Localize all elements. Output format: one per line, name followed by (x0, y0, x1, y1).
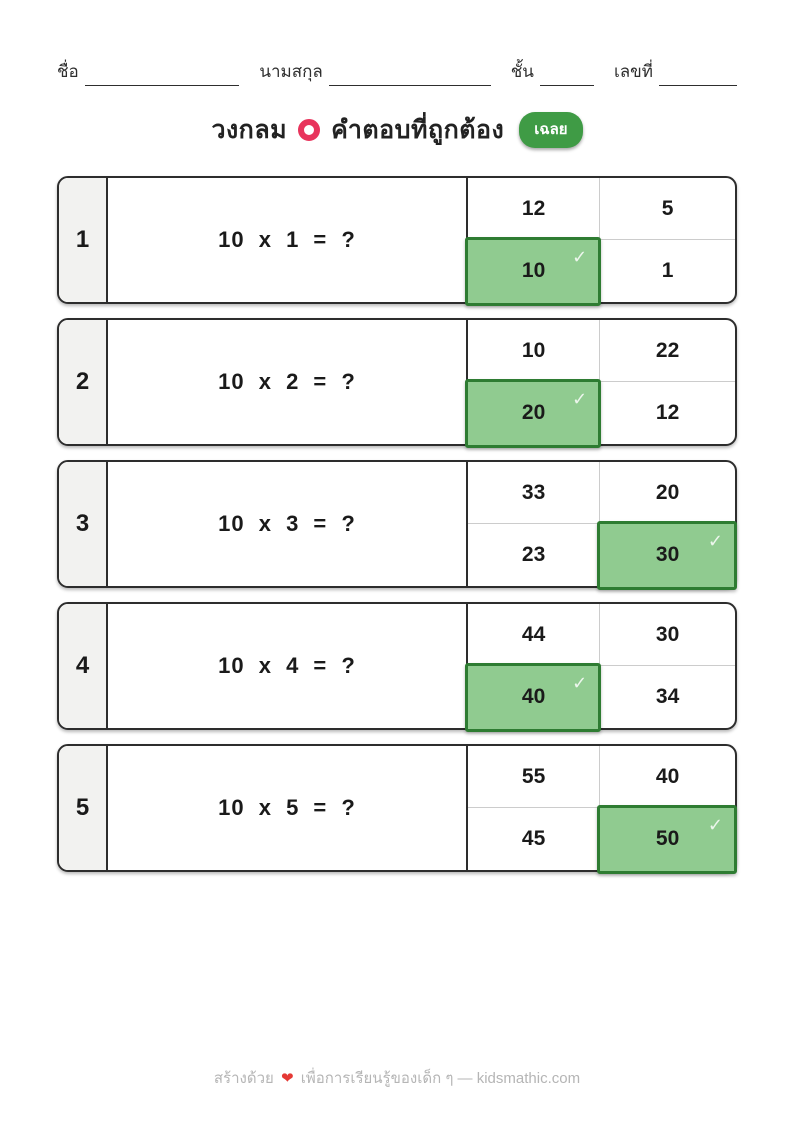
class-blank-line (539, 66, 594, 86)
option-value: 20 (655, 480, 680, 504)
check-icon: ✓ (572, 247, 588, 267)
question-card: 2 10 x 2 = ? ✓ 10 ✓ 22 ✓ 20 ✓ 12 (57, 318, 737, 448)
footer-credit: สร้างด้วย ❤ เพื่อการเรียนรู้ของเด็ก ๆ — … (0, 1066, 794, 1090)
footer-text-before: สร้างด้วย (213, 1070, 274, 1087)
options-grid: ✓ 55 ✓ 40 ✓ 45 ✓ 50 (466, 746, 737, 874)
check-icon: ✓ (707, 531, 723, 551)
option-cell: ✓ 45 (468, 808, 601, 870)
check-icon: ✓ (572, 673, 588, 693)
option-value: 40 (655, 764, 680, 788)
options-grid: ✓ 12 ✓ 5 ✓ 10 ✓ 1 (465, 178, 735, 306)
class-label: ชั้น (510, 62, 534, 81)
option-value: 12 (655, 401, 680, 424)
option-value: 5 (661, 196, 674, 220)
question-text: 10 x 5 = ? (218, 795, 356, 820)
option-cell: ✓ 1 (600, 240, 735, 302)
option-cell: ✓ 20 (465, 379, 602, 448)
option-cell: ✓ 44 (468, 604, 601, 666)
option-cell: ✓ 22 (600, 320, 735, 382)
footer-text-after: เพื่อการเรียนรู้ของเด็ก ๆ — kidsmathic.c… (300, 1070, 581, 1087)
instruction-prefix: วงกลม (211, 116, 288, 144)
option-cell: ✓ 40 (600, 746, 735, 808)
option-value: 1 (661, 259, 674, 282)
number-label: เลขที่ (613, 62, 653, 81)
correct-highlight (597, 805, 737, 874)
option-value: 30 (655, 543, 680, 566)
option-value: 45 (521, 827, 546, 850)
option-cell: ✓ 30 (600, 604, 735, 666)
question-number: 3 (59, 462, 108, 586)
question-text: 10 x 4 = ? (218, 653, 356, 678)
option-cell: ✓ 33 (468, 462, 601, 524)
option-cell: ✓ 12 (468, 178, 601, 240)
option-value: 10 (521, 338, 546, 362)
option-cell: ✓ 30 (597, 521, 737, 590)
instruction-title: วงกลม คำตอบที่ถูกต้อง เฉลย (0, 110, 794, 150)
heart-icon: ❤ (281, 1070, 294, 1087)
option-value: 50 (655, 827, 680, 850)
question-text: 10 x 1 = ? (218, 227, 356, 252)
question-number: 1 (59, 178, 108, 302)
option-cell: ✓ 20 (600, 462, 735, 524)
option-cell: ✓ 50 (597, 805, 737, 874)
option-value: 23 (521, 543, 546, 566)
option-value: 55 (521, 764, 546, 788)
option-value: 20 (521, 401, 546, 424)
option-cell: ✓ 34 (600, 666, 735, 728)
option-cell: ✓ 55 (468, 746, 601, 808)
name-blank-line (84, 66, 240, 86)
number-blank-line (659, 66, 737, 86)
options-grid: ✓ 44 ✓ 30 ✓ 40 ✓ 34 (465, 604, 735, 732)
option-value: 22 (655, 338, 680, 362)
option-cell: ✓ 23 (468, 524, 601, 586)
name-label: ชื่อ (57, 62, 79, 81)
question-number: 2 (59, 320, 108, 444)
option-cell: ✓ 5 (600, 178, 735, 240)
option-value: 40 (521, 685, 546, 708)
surname-blank-line (328, 66, 491, 86)
check-icon: ✓ (572, 389, 588, 409)
question-card: 1 10 x 1 = ? ✓ 12 ✓ 5 ✓ 10 ✓ 1 (57, 176, 737, 306)
question-text: 10 x 2 = ? (218, 369, 356, 394)
correct-highlight (465, 379, 602, 448)
correct-highlight (465, 663, 602, 732)
question-number: 4 (59, 604, 108, 728)
option-value: 33 (521, 480, 546, 504)
options-grid: ✓ 33 ✓ 20 ✓ 23 ✓ 30 (466, 462, 737, 590)
question-number: 5 (59, 746, 108, 870)
question-card: 5 10 x 5 = ? ✓ 55 ✓ 40 ✓ 45 ✓ 50 (57, 744, 737, 874)
question-card: 4 10 x 4 = ? ✓ 44 ✓ 30 ✓ 40 ✓ 34 (57, 602, 737, 732)
option-value: 10 (521, 259, 546, 282)
correct-highlight (465, 237, 602, 306)
circle-icon (298, 119, 321, 141)
option-value: 44 (521, 622, 546, 646)
check-icon: ✓ (707, 815, 723, 835)
question-text: 10 x 3 = ? (218, 511, 356, 536)
answer-key-badge: เฉลย (519, 112, 583, 148)
instruction-suffix: คำตอบที่ถูกต้อง (331, 116, 505, 144)
option-cell: ✓ 10 (465, 237, 602, 306)
correct-highlight (597, 521, 737, 590)
questions-list: 1 10 x 1 = ? ✓ 12 ✓ 5 ✓ 10 ✓ 1 (57, 176, 737, 874)
option-cell: ✓ 12 (600, 382, 735, 444)
option-cell: ✓ 40 (465, 663, 602, 732)
option-cell: ✓ 10 (468, 320, 601, 382)
student-info-header: ชื่อ นามสกุล ชั้น เลขที่ (0, 0, 794, 86)
options-grid: ✓ 10 ✓ 22 ✓ 20 ✓ 12 (465, 320, 735, 448)
option-value: 34 (655, 685, 680, 708)
option-value: 30 (655, 622, 680, 646)
option-value: 12 (521, 196, 546, 220)
surname-label: นามสกุล (259, 62, 323, 81)
question-card: 3 10 x 3 = ? ✓ 33 ✓ 20 ✓ 23 ✓ 30 (57, 460, 737, 590)
